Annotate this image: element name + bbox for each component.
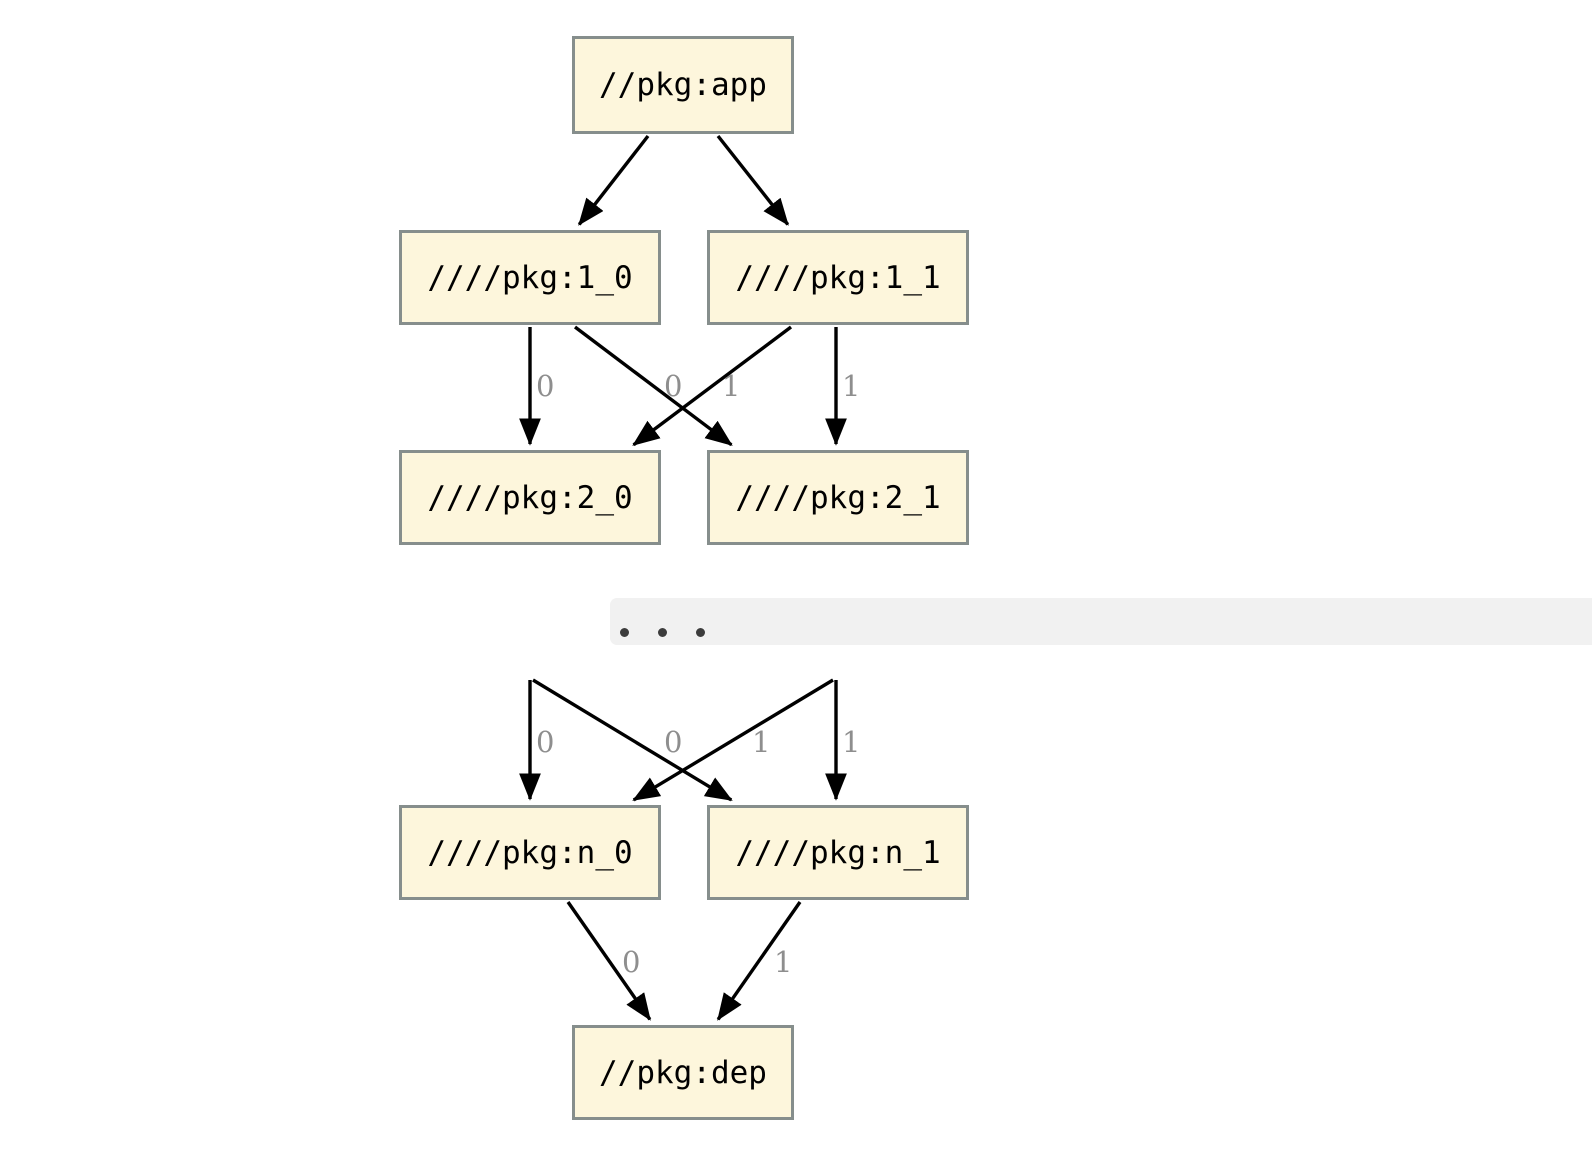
graph-node-n2_1[interactable]: ////pkg:2_1 (707, 450, 969, 545)
graph-node-label: ////pkg:2_1 (735, 479, 941, 516)
graph-node-label: ////pkg:1_1 (735, 259, 941, 296)
ellipsis-dot (658, 628, 667, 637)
graph-node-label: //pkg:app (599, 67, 767, 103)
graph-node-nn_0[interactable]: ////pkg:n_0 (399, 805, 661, 900)
graph-edge (573, 325, 733, 447)
graph-node-app[interactable]: //pkg:app (572, 36, 794, 134)
graph-node-n1_1[interactable]: ////pkg:1_1 (707, 230, 969, 325)
graph-node-nn_1[interactable]: ////pkg:n_1 (707, 805, 969, 900)
ellipsis-dots-icon (620, 628, 705, 637)
graph-edge (566, 901, 652, 1021)
edge-label: 0 (536, 725, 555, 759)
ellipsis-dot (620, 628, 629, 637)
edge-label: 0 (536, 369, 555, 403)
edge-label: 0 (622, 945, 641, 979)
edge-label: 0 (664, 725, 683, 759)
graph-edge (632, 678, 834, 802)
graph-edge (632, 325, 793, 447)
graph-edge (532, 678, 733, 802)
edge-label: 1 (842, 725, 861, 759)
graph-node-dep[interactable]: //pkg:dep (572, 1025, 794, 1120)
graph-node-n2_0[interactable]: ////pkg:2_0 (399, 450, 661, 545)
edge-label: 1 (752, 725, 771, 759)
graph-edge (716, 901, 802, 1021)
edge-label: 0 (664, 369, 683, 403)
edge-label: 1 (842, 369, 861, 403)
edge-label: 1 (722, 369, 741, 403)
graph-node-label: ////pkg:1_0 (427, 259, 633, 296)
edge-label: 1 (774, 945, 793, 979)
graph-edge (577, 134, 650, 226)
graph-node-label: ////pkg:2_0 (427, 479, 633, 516)
graph-edge (716, 134, 790, 226)
graph-node-label: ////pkg:n_1 (735, 834, 941, 871)
graph-node-label: ////pkg:n_0 (427, 834, 633, 871)
graph-node-n1_0[interactable]: ////pkg:1_0 (399, 230, 661, 325)
graph-node-label: //pkg:dep (599, 1054, 767, 1091)
ellipsis-band (610, 598, 1592, 645)
ellipsis-dot (696, 628, 705, 637)
